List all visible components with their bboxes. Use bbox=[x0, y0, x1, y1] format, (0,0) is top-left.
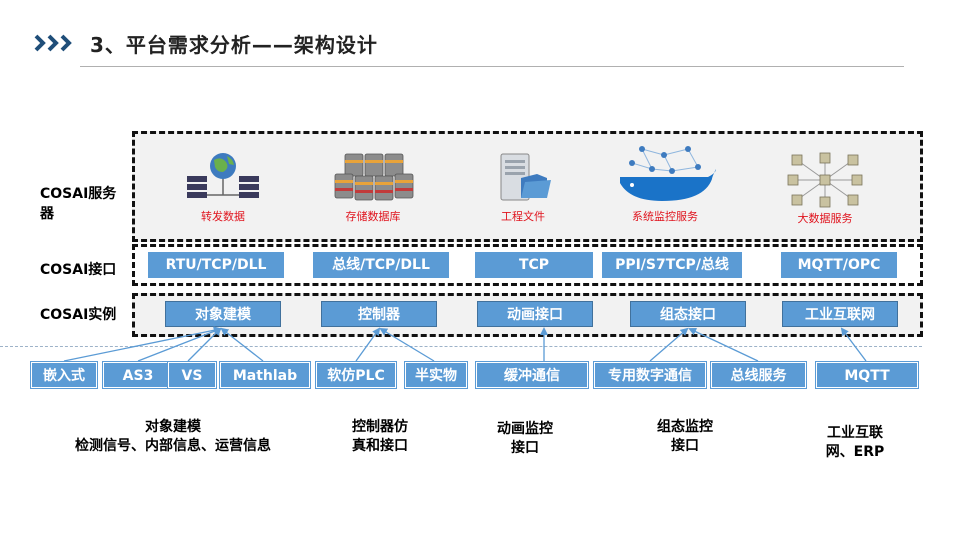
source-vs[interactable]: VS bbox=[167, 361, 217, 389]
source-dedicated-digital-comm[interactable]: 专用数字通信 bbox=[593, 361, 707, 389]
instance-industrial-internet[interactable]: 工业互联网 bbox=[782, 301, 898, 327]
source-embedded[interactable]: 嵌入式 bbox=[30, 361, 98, 389]
server-big-data: 大数据服务 bbox=[780, 152, 870, 226]
server-label: 转发数据 bbox=[201, 210, 245, 223]
interface-tcp[interactable]: TCP bbox=[475, 252, 593, 278]
server-project-files: 工程文件 bbox=[478, 150, 568, 224]
description-controller: 控制器仿 真和接口 bbox=[320, 418, 440, 456]
page-title: 3、平台需求分析——架构设计 bbox=[90, 33, 378, 57]
file-server-icon bbox=[500, 153, 551, 201]
description-line: 检测信号、内部信息、运营信息 bbox=[75, 438, 271, 454]
description-object-modeling: 对象建模 检测信号、内部信息、运营信息 bbox=[48, 418, 298, 456]
description-line: 控制器仿 bbox=[352, 419, 408, 435]
description-line: 真和接口 bbox=[352, 438, 408, 454]
server-label: 工程文件 bbox=[501, 210, 545, 223]
description-industrial-internet: 工业互联 网、ERP bbox=[800, 424, 910, 462]
server-label: 存储数据库 bbox=[345, 210, 401, 223]
server-forward-data: 转发数据 bbox=[178, 150, 268, 224]
server-row-label: COSAI服务器 bbox=[40, 186, 117, 222]
description-line: 动画监控 bbox=[497, 421, 553, 437]
interface-bus-tcp-dll[interactable]: 总线/TCP/DLL bbox=[313, 252, 449, 278]
interface-rtu-tcp-dll[interactable]: RTU/TCP/DLL bbox=[148, 252, 284, 278]
instance-configuration-interface[interactable]: 组态接口 bbox=[630, 301, 746, 327]
description-line: 接口 bbox=[671, 438, 699, 454]
server-label: 系统监控服务 bbox=[632, 210, 698, 223]
description-line: 对象建模 bbox=[145, 419, 201, 435]
separator-line bbox=[0, 346, 922, 347]
source-bus-service[interactable]: 总线服务 bbox=[710, 361, 807, 389]
instance-row-label: COSAI实例 bbox=[40, 307, 117, 323]
instance-animation-interface[interactable]: 动画接口 bbox=[477, 301, 593, 327]
docker-whale-icon bbox=[620, 146, 716, 201]
description-line: 工业互联 bbox=[827, 425, 883, 441]
source-mqtt[interactable]: MQTT bbox=[815, 361, 919, 389]
instance-controller[interactable]: 控制器 bbox=[321, 301, 437, 327]
description-line: 组态监控 bbox=[657, 419, 713, 435]
source-mathlab[interactable]: Mathlab bbox=[219, 361, 311, 389]
instance-object-modeling[interactable]: 对象建模 bbox=[165, 301, 281, 327]
source-hardware-in-loop[interactable]: 半实物 bbox=[404, 361, 468, 389]
title-divider bbox=[80, 66, 904, 67]
network-nodes-icon bbox=[787, 152, 863, 208]
globe-server-icon bbox=[187, 153, 259, 198]
server-system-monitor: 系统监控服务 bbox=[610, 143, 720, 224]
source-soft-plc[interactable]: 软仿PLC bbox=[315, 361, 397, 389]
interface-ppi-s7tcp-bus[interactable]: PPI/S7TCP/总线 bbox=[602, 252, 742, 278]
description-line: 接口 bbox=[511, 440, 539, 456]
server-storage-db: 存储数据库 bbox=[328, 150, 418, 224]
triple-chevron-right-icon bbox=[34, 34, 72, 52]
source-buffer-communication[interactable]: 缓冲通信 bbox=[475, 361, 589, 389]
source-as3[interactable]: AS3 bbox=[102, 361, 174, 389]
interface-mqtt-opc[interactable]: MQTT/OPC bbox=[781, 252, 897, 278]
database-cluster-icon bbox=[334, 153, 414, 201]
interface-row-label: COSAI接口 bbox=[40, 262, 117, 278]
description-animation: 动画监控 接口 bbox=[470, 420, 580, 458]
server-label: 大数据服务 bbox=[797, 212, 853, 225]
description-configuration: 组态监控 接口 bbox=[630, 418, 740, 456]
description-line: 网、ERP bbox=[825, 444, 885, 460]
